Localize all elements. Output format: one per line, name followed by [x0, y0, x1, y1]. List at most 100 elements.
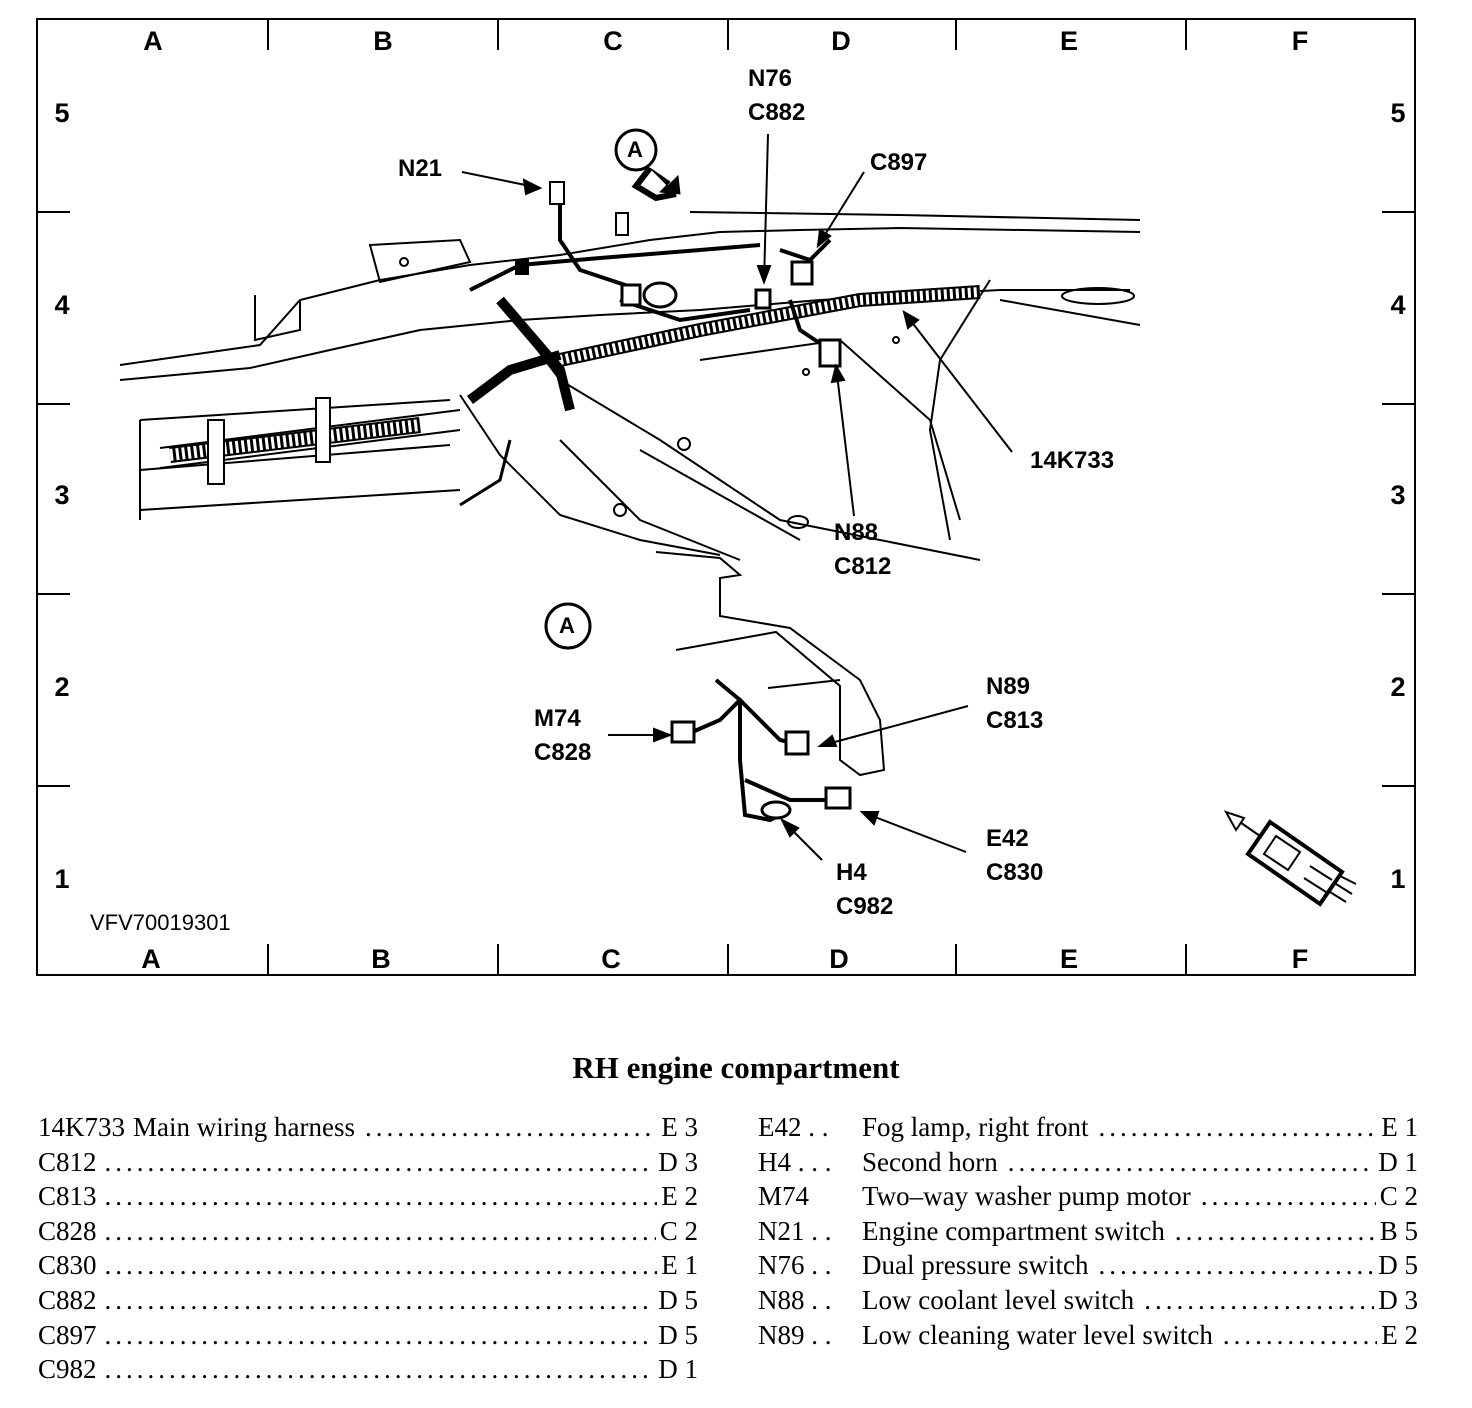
callout-m74-c828: M74 C828	[534, 702, 591, 770]
page-title: RH engine compartment	[572, 1050, 900, 1085]
legend-location: D 3	[658, 1146, 698, 1177]
legend-code: C882	[38, 1284, 97, 1315]
grid-col-bottom-b: B	[371, 944, 391, 974]
legend-desc: Second horn	[862, 1146, 998, 1177]
leader-dots	[1201, 1181, 1376, 1212]
legend-row: C897D 5	[38, 1320, 698, 1355]
callout-c830: C830	[986, 859, 1044, 886]
legend-code: C982	[38, 1354, 97, 1385]
leader-dots	[1144, 1285, 1374, 1316]
callout-h4: H4	[836, 859, 867, 886]
legend-desc: Dual pressure switch	[862, 1250, 1089, 1281]
legend-location: C 2	[1379, 1181, 1418, 1212]
callout-n88: N88	[834, 519, 879, 546]
legend-code: N88 . .	[758, 1284, 832, 1315]
legend-row: 14K733 Main wiring harness E 3	[38, 1112, 698, 1147]
legend-row: N76 . . Dual pressure switch D 5	[758, 1250, 1418, 1285]
leader-dots	[1098, 1112, 1377, 1143]
legend-desc: Main wiring harness	[133, 1112, 355, 1142]
legend-row: C830 E 1	[38, 1250, 698, 1285]
legend-code: C830	[38, 1250, 97, 1281]
legend-location: E 1	[661, 1250, 698, 1281]
legend-row: C812 D 3	[38, 1147, 698, 1182]
grid-col-top-c: C	[603, 26, 623, 56]
legend-desc: Fog lamp, right front	[862, 1112, 1089, 1142]
leader-dots	[1175, 1216, 1376, 1247]
legend-location: E 3	[661, 1112, 698, 1142]
legend-code: C828	[38, 1215, 97, 1246]
legend-row: C828C 2	[38, 1216, 698, 1251]
legend-location: D 1	[1378, 1146, 1418, 1177]
legend-location: E 2	[661, 1181, 698, 1212]
grid-col-top-b: B	[373, 26, 393, 56]
callout-n76-c882: N76 C882	[748, 62, 805, 130]
legend-row: H4 . . . Second horn D 1	[758, 1147, 1418, 1182]
legend-desc: Two–way washer pump motor	[862, 1181, 1191, 1212]
leader-dots	[1008, 1147, 1375, 1178]
grid-row-left-3: 3	[54, 480, 70, 510]
legend-code: N89 . .	[758, 1319, 832, 1350]
grid-col-top-e: E	[1059, 26, 1078, 56]
grid-row-right-3: 3	[1390, 480, 1406, 510]
callout-n21: N21	[398, 155, 443, 182]
grid-ticks	[36, 18, 1416, 976]
grid-col-bottom-f: F	[1291, 944, 1309, 974]
lower-wiring	[670, 678, 852, 823]
callout-c828: C828	[534, 739, 592, 766]
grid-row-left-2: 2	[54, 672, 70, 702]
leader-dots	[105, 1250, 658, 1281]
leader-dots	[105, 1320, 655, 1351]
diagram-code: VFV70019301	[90, 910, 231, 935]
leader-dots	[105, 1147, 655, 1178]
legend-code: H4 . . .	[758, 1146, 832, 1177]
callout-h4-c982: H4 C982	[836, 856, 893, 924]
callout-14k733: 14K733	[1030, 447, 1115, 474]
legend-location: D 5	[658, 1284, 698, 1315]
callout-c982: C982	[836, 893, 894, 920]
grid-col-bottom-e: E	[1059, 944, 1078, 974]
legend-row: E42 . .Fog lamp, right frontE 1	[758, 1112, 1418, 1147]
grid-col-top-d: D	[831, 26, 851, 56]
legend-location: D 1	[658, 1354, 698, 1385]
harness-tubes	[169, 285, 981, 507]
grid-row-right-2: 2	[1390, 672, 1406, 702]
legend-left: 14K733 Main wiring harness E 3 C812 D 3 C81…	[38, 1112, 698, 1389]
leader-dots	[105, 1354, 655, 1385]
engine-compartment-drawing	[36, 18, 1416, 976]
legend-right: E42 . .Fog lamp, right frontE 1 H4 . . .…	[758, 1112, 1418, 1354]
grid-row-left-4: 4	[54, 290, 70, 320]
legend-row: N21 . .Engine compartment switchB 5	[758, 1216, 1418, 1251]
leader-dots	[105, 1285, 655, 1316]
legend-row: N88 . .Low coolant level switchD 3	[758, 1285, 1418, 1320]
callout-c813: C813	[986, 707, 1044, 734]
legend-code: 14K733	[38, 1112, 125, 1142]
callout-m74: M74	[534, 705, 581, 732]
leader-dots	[365, 1112, 657, 1143]
legend-row: C982 D 1	[38, 1354, 698, 1389]
grid-row-right-4: 4	[1390, 290, 1406, 320]
legend-code: N76 . .	[758, 1250, 832, 1281]
vehicle-orientation-icon	[1223, 810, 1357, 907]
legend-row: C813 E 2	[38, 1181, 698, 1216]
legend-location: D 5	[1378, 1250, 1418, 1281]
legend-row: N89 . .Low cleaning water level switchE …	[758, 1320, 1418, 1355]
legend-desc: Low cleaning water level switch	[862, 1319, 1213, 1350]
grid-col-top-a: A	[143, 26, 163, 56]
callout-n88-c812: N88 C812	[834, 516, 891, 584]
legend-location: D 3	[1378, 1284, 1418, 1315]
grid-row-left-5: 5	[54, 98, 70, 128]
legend-row: C882 D 5	[38, 1285, 698, 1320]
callout-e42-c830: E42 C830	[986, 822, 1043, 890]
view-a-label-bottom: A	[559, 613, 575, 638]
view-a-label-top: A	[627, 137, 643, 162]
leader-dots	[105, 1181, 658, 1212]
grid-col-top-f: F	[1291, 26, 1309, 56]
legend-code: C813	[38, 1181, 97, 1212]
callout-c882: C882	[748, 99, 806, 126]
legend-code: C812	[38, 1146, 97, 1177]
legend-location: D 5	[658, 1319, 698, 1350]
grid-row-left-1: 1	[54, 864, 70, 894]
leader-dots	[105, 1216, 656, 1247]
view-a-markers	[544, 128, 681, 650]
